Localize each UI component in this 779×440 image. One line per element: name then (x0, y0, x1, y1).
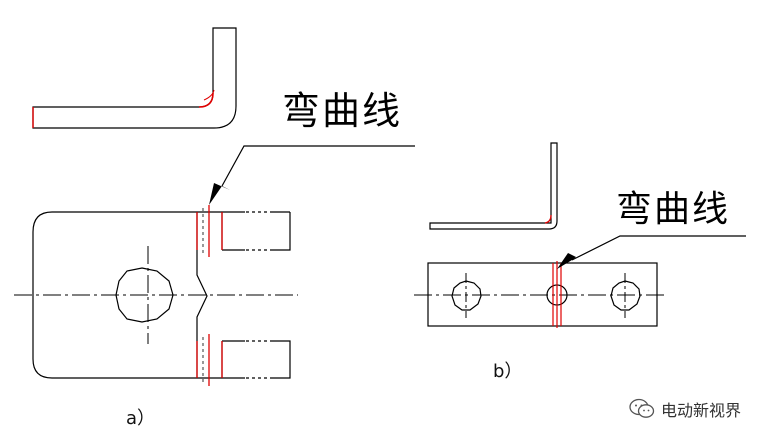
leader-arrowhead-b (557, 253, 576, 269)
watermark: 电动新视界 (629, 397, 741, 421)
side-view-a (32, 27, 237, 129)
watermark-text: 电动新视界 (661, 401, 742, 420)
bend-line-label-a: 弯曲线 (282, 89, 403, 133)
flat-pattern-b (414, 235, 746, 328)
side-view-b (429, 142, 558, 230)
bend-line-label-b: 弯曲线 (616, 189, 731, 230)
figure-label-b: b） (493, 361, 523, 382)
flat-pattern-a (14, 145, 415, 386)
wechat-icon (629, 398, 655, 418)
leader-arrowhead-a (209, 183, 230, 205)
figure-label-a: a） (126, 408, 156, 429)
